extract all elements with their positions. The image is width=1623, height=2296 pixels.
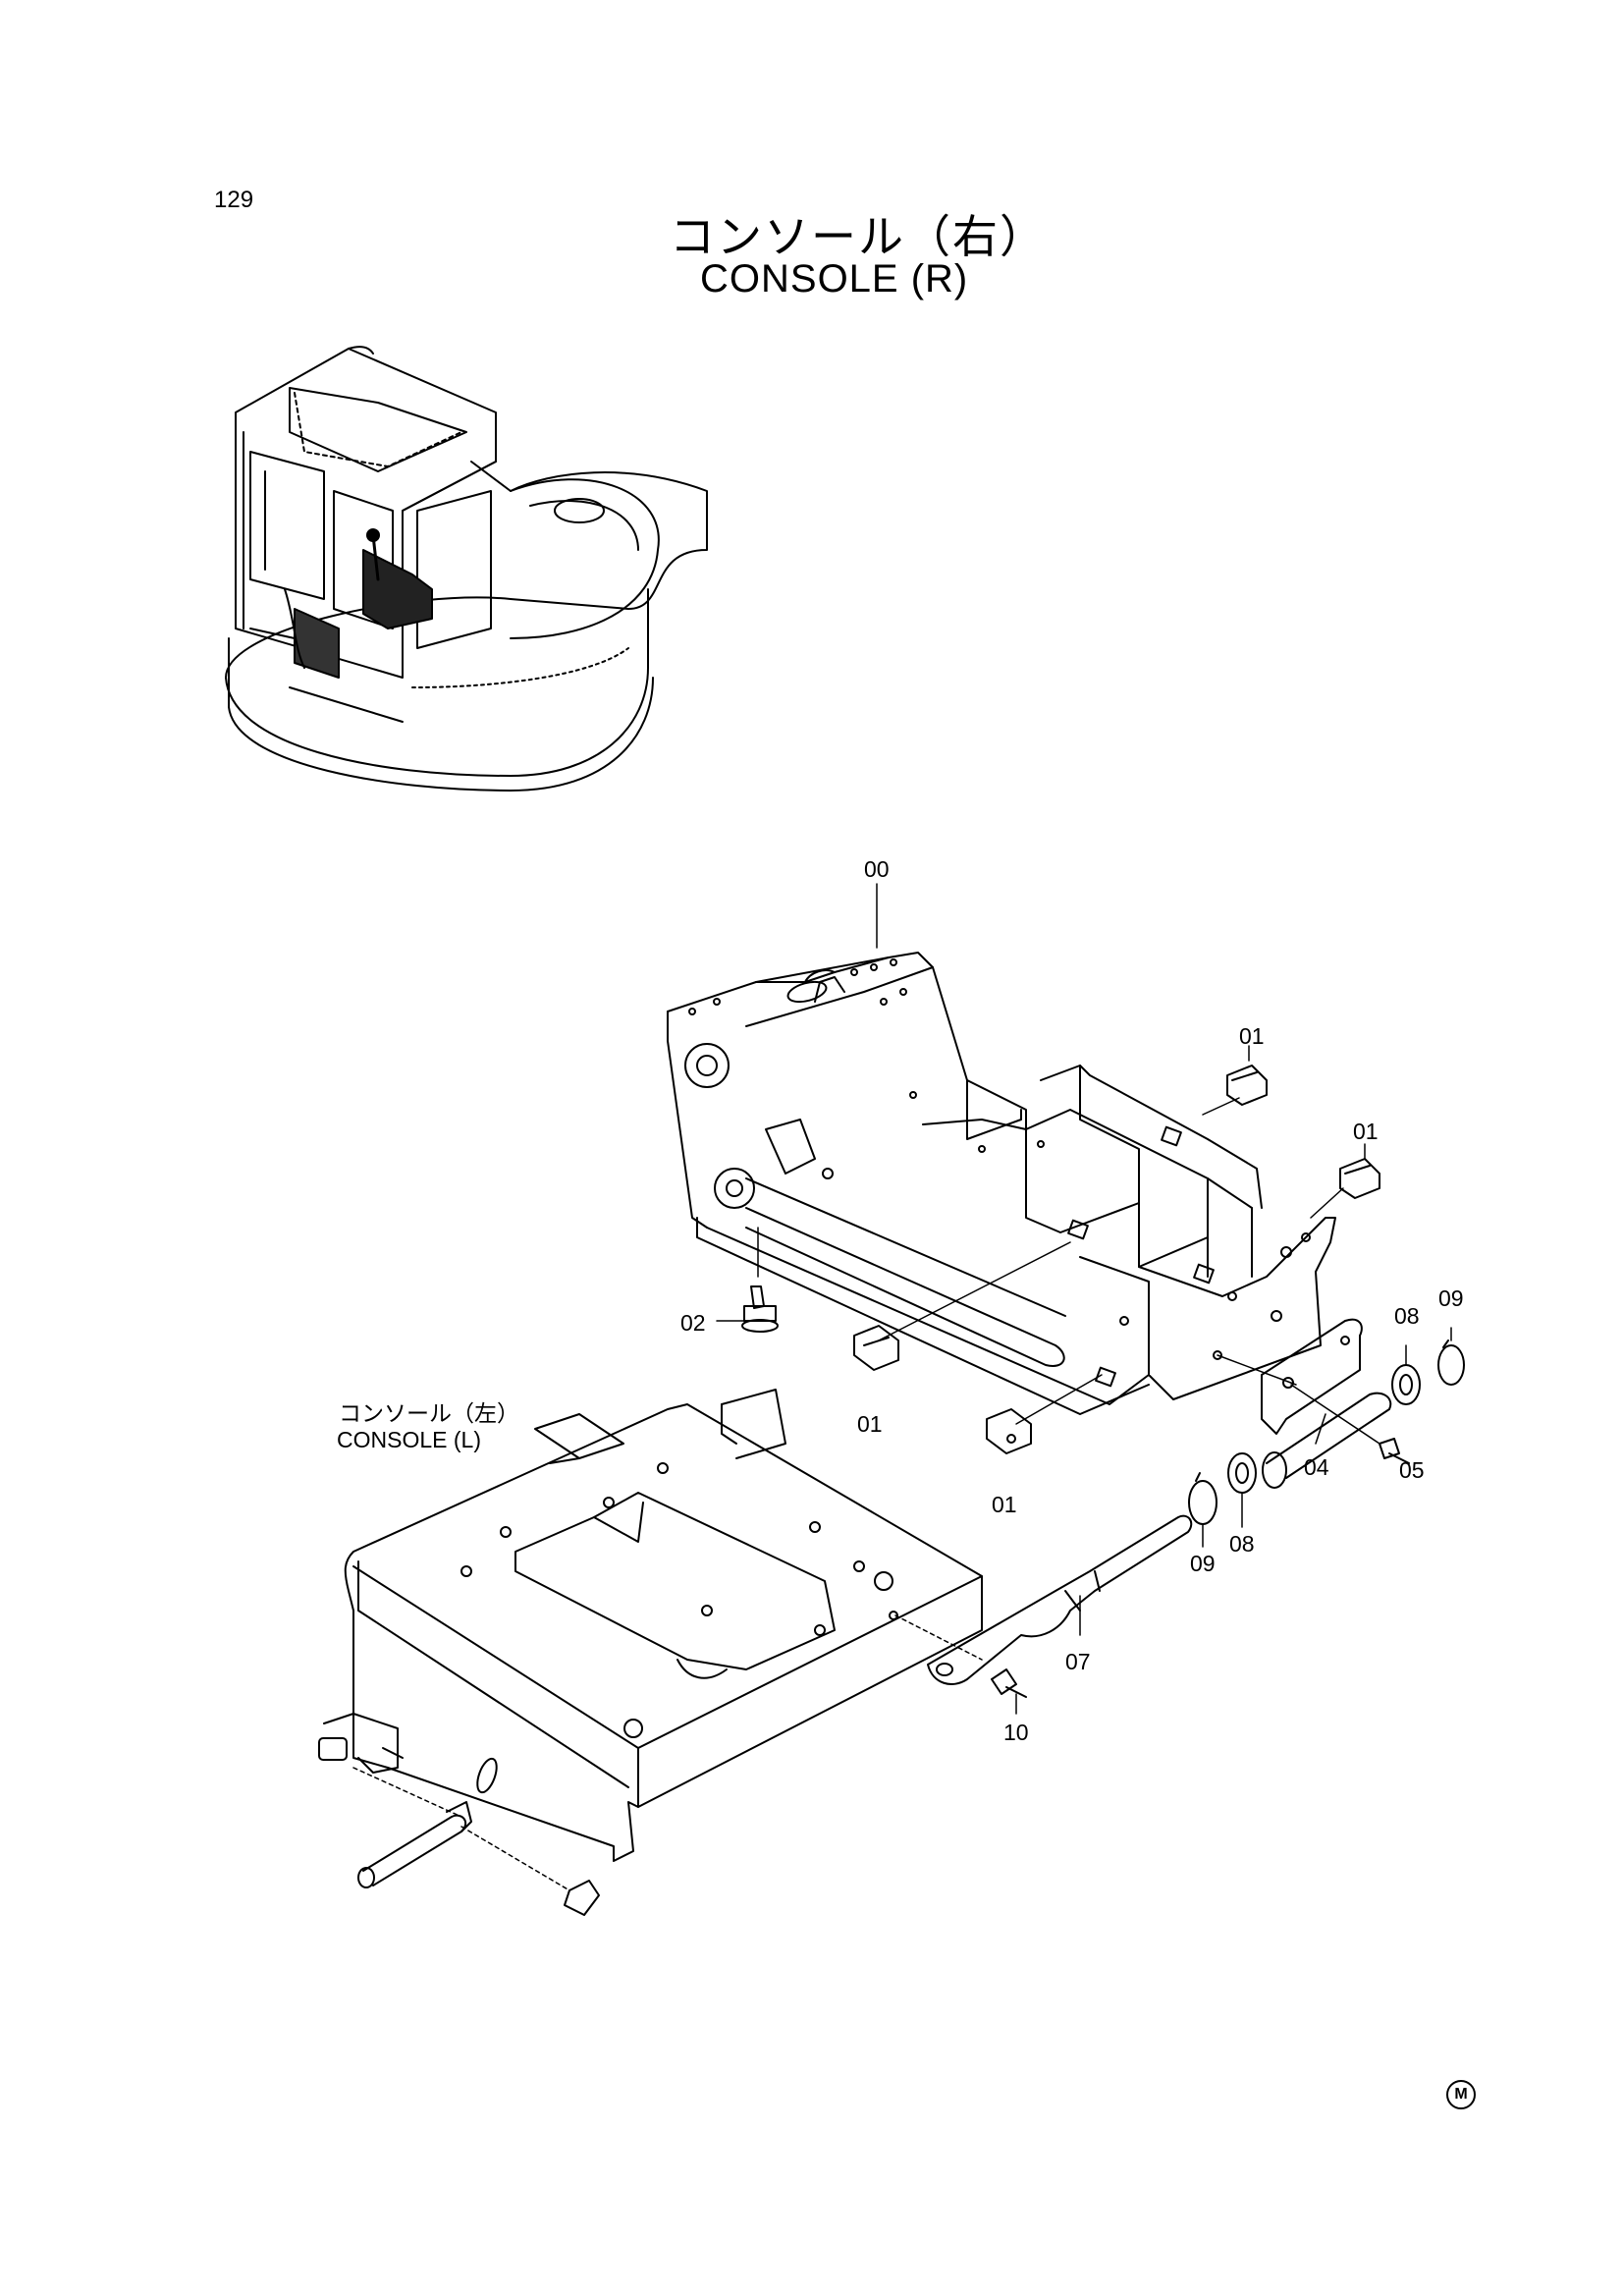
excavator-overview-illustration: [225, 346, 708, 792]
part-10-bolt: [991, 1668, 1027, 1698]
callout-numbers: 00 01 01 01 01 02 04 05 07 08 08 09 09 1…: [680, 856, 1464, 1745]
console-left-label-japanese: コンソール（左）: [339, 1401, 519, 1427]
callout-01-upper: 01: [1239, 1023, 1265, 1049]
part-07-rod-end: [927, 1514, 1193, 1685]
callout-05: 05: [1399, 1457, 1425, 1483]
callout-08-upper: 08: [1394, 1303, 1420, 1329]
callout-01-lower: 01: [992, 1492, 1017, 1517]
callout-01-lower-left: 01: [857, 1411, 883, 1437]
callout-08-lower: 08: [1229, 1531, 1255, 1557]
callout-10: 10: [1003, 1720, 1029, 1745]
console-left-label-english: CONSOLE (L): [337, 1427, 481, 1452]
m-mark-symbol: M: [1446, 2080, 1476, 2109]
console-right-frame: [667, 952, 1336, 1415]
callout-09-upper: 09: [1438, 1285, 1464, 1311]
callout-09-lower: 09: [1190, 1551, 1216, 1576]
title-english: CONSOLE (R): [700, 257, 969, 301]
part-04-05-bracket-and-bolt: [1261, 1318, 1410, 1489]
leader-lines: [352, 883, 1452, 1891]
part-08-09-washers-and-rings: [1188, 1339, 1465, 1525]
part-01-grommets: [853, 1065, 1380, 1454]
title-japanese: コンソール（右）: [670, 210, 1047, 263]
callout-01-right: 01: [1353, 1119, 1379, 1144]
callout-04: 04: [1304, 1454, 1329, 1480]
callout-07: 07: [1065, 1649, 1091, 1674]
callout-02: 02: [680, 1310, 706, 1336]
part-02-bolt: [741, 1285, 779, 1333]
callout-00: 00: [864, 856, 890, 882]
console-left-frame: [318, 1389, 983, 1916]
page-number: 129: [214, 187, 254, 213]
